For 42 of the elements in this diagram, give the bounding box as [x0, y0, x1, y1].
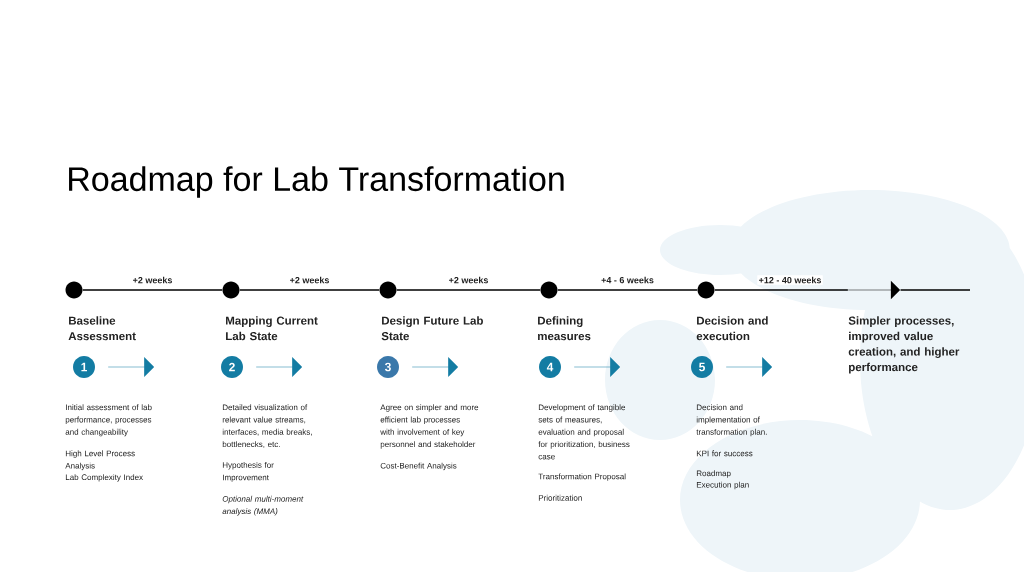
timeline-line — [239, 289, 380, 291]
step-number: 5 — [691, 356, 713, 378]
timeline-line — [396, 289, 541, 291]
description-text: Execution plan — [696, 481, 749, 490]
description-text: Development of tangible sets of measures, evaluation and proposal for prioritization, business case — [538, 404, 630, 460]
description-text: Decision and implementation of transformation plan. — [696, 404, 767, 437]
description-text: Prioritization — [538, 494, 582, 501]
timeline-dot — [222, 281, 240, 299]
step-number: 2 — [221, 356, 243, 378]
title: Roadmap for Lab Transformation — [69, 166, 564, 198]
description-text: KPI for success — [696, 450, 753, 457]
heading: Design Future Lab State — [381, 316, 483, 341]
description-text: High Level Process Analysis — [65, 450, 135, 471]
heading: Simpler processes, improved value creation, and higher performance — [848, 316, 960, 374]
heading: Baseline Assessment — [68, 316, 136, 341]
description-text: Hypothesis for Improvement — [222, 462, 274, 482]
edge-label: +2 weeks — [131, 275, 174, 285]
heading: Defining measures — [538, 316, 591, 341]
edge-label: +12 - 40 weeks — [757, 275, 823, 285]
heading: Decision and execution — [696, 316, 768, 341]
step-number: 4 — [539, 356, 561, 378]
timeline-dot — [379, 281, 397, 299]
description-text: Roadmap — [696, 470, 731, 478]
step-number: 1 — [73, 356, 95, 378]
description-text: Optional multi-moment analysis (MMA) — [222, 495, 304, 516]
step-number: 3 — [377, 356, 399, 378]
description-text: Agree on simpler and more efficient lab processes with involvement of key personnel and stakeholder — [380, 404, 479, 449]
heading: Mapping Current Lab State — [226, 316, 318, 341]
timeline-line — [82, 289, 223, 291]
description-text: Lab Complexity Index — [65, 474, 143, 482]
edge-label: +4 - 6 weeks — [599, 275, 656, 285]
description-text: Cost-Benefit Analysis — [380, 462, 457, 471]
description-text: Detailed visualization of relevant value streams, interfaces, media breaks, bottlenecks, etc. — [222, 404, 312, 448]
description-text: Transformation Proposal — [538, 473, 626, 481]
description-text: Initial assessment of lab performance, processes and changeability — [65, 404, 152, 437]
timeline-dot — [697, 281, 715, 299]
timeline-line — [714, 289, 849, 291]
edge-label: +2 weeks — [447, 275, 490, 285]
edge-label: +2 weeks — [288, 275, 331, 285]
timeline-dot — [540, 281, 558, 299]
timeline-line — [557, 289, 698, 291]
timeline-dot — [65, 281, 83, 299]
